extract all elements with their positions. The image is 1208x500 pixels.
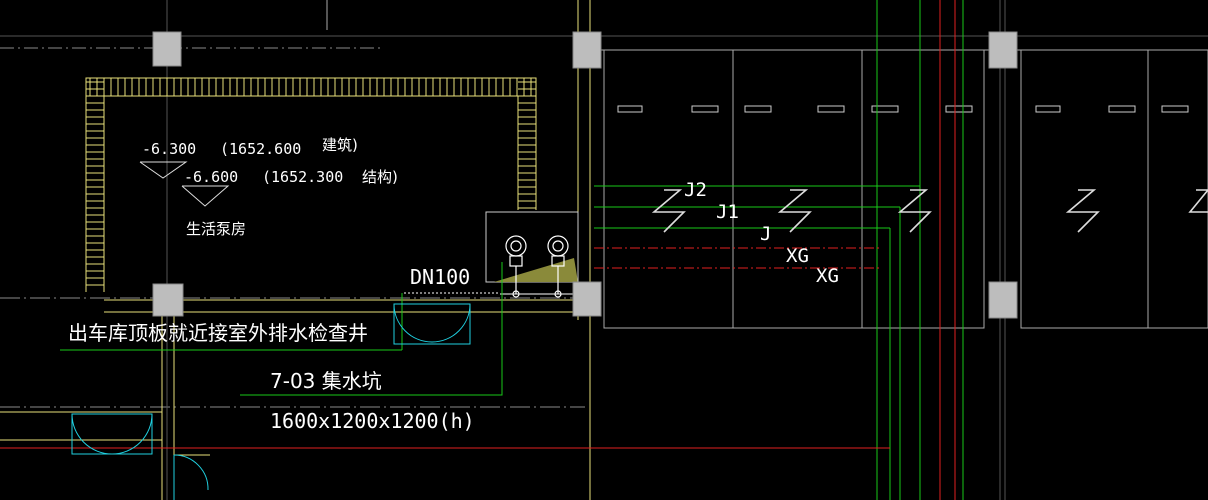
slot-mark [691, 105, 719, 113]
elevation-struct-note: 结构) [362, 168, 398, 186]
elevation-struct-marker [181, 185, 230, 207]
column [572, 281, 602, 317]
pipe-label-j1: J1 [716, 201, 739, 223]
pipe-break [897, 189, 932, 233]
door-leaf [71, 413, 113, 455]
slot-mark [1035, 105, 1061, 113]
column [152, 283, 184, 317]
door-leaf [393, 303, 433, 343]
pit-slope-fill [494, 258, 578, 282]
elevation-struct-absolute: (1652.300 [262, 168, 343, 186]
room-box [1020, 49, 1208, 329]
slot-mark [871, 105, 899, 113]
room-box [603, 49, 985, 329]
pipe-size-label: DN100 [410, 265, 470, 289]
green-pipes [60, 0, 964, 500]
slot-mark [617, 105, 643, 113]
pump-icon [505, 235, 527, 298]
pump-core [552, 240, 564, 252]
elevation-marker-icon [139, 161, 230, 207]
pump-core [510, 240, 522, 252]
slot-mark [817, 105, 845, 113]
pit-name-label: 7-03 集水坑 [270, 369, 382, 393]
door-frame [393, 303, 471, 345]
drain-note-label: 出车库顶板就近接室外排水检查井 [68, 321, 368, 345]
door-swing-icon [71, 303, 471, 500]
pipe-label-j: J [760, 223, 771, 245]
pipe-break [1065, 189, 1100, 233]
column [988, 31, 1018, 69]
pipe-break [1188, 189, 1208, 213]
wall-inner [103, 95, 519, 292]
door-leaf [111, 413, 153, 455]
slot-mark [1108, 105, 1136, 113]
pit-size-label: 1600x1200x1200(h) [270, 409, 475, 433]
red-pipes [0, 0, 956, 500]
slot-mark [945, 105, 973, 113]
pump-circle [547, 235, 569, 257]
column [152, 31, 182, 67]
sump-pit [485, 211, 579, 283]
pipe-break [651, 189, 686, 233]
slot-mark [1161, 105, 1189, 113]
elevation-arch-marker [139, 161, 188, 179]
column-icon [152, 31, 1018, 319]
column [988, 281, 1018, 319]
door-leaf [431, 303, 471, 343]
slot-marks [617, 105, 1189, 113]
pipe-label-xg-2: XG [816, 265, 839, 287]
room-name-label: 生活泵房 [186, 220, 246, 238]
elevation-arch-value: -6.300 [142, 140, 196, 158]
column [572, 31, 602, 69]
wall-hatch [86, 78, 536, 286]
pipe-label-j2: J2 [684, 179, 707, 201]
door-leaf [173, 454, 209, 491]
elevation-arch-absolute: (1652.600 [220, 140, 301, 158]
elevation-arch-note: 建筑) [322, 136, 358, 154]
pipe-break [777, 189, 812, 233]
pipe-break-icon [651, 189, 1208, 233]
room-boxes-right [590, 49, 1208, 329]
pipe-label-xg-1: XG [786, 245, 809, 267]
wall-outer [85, 77, 537, 292]
pipe-drain-leader [240, 262, 503, 396]
elevation-struct-value: -6.600 [184, 168, 238, 186]
pump-circle [505, 235, 527, 257]
slot-mark [744, 105, 772, 113]
pump-base [509, 255, 523, 267]
